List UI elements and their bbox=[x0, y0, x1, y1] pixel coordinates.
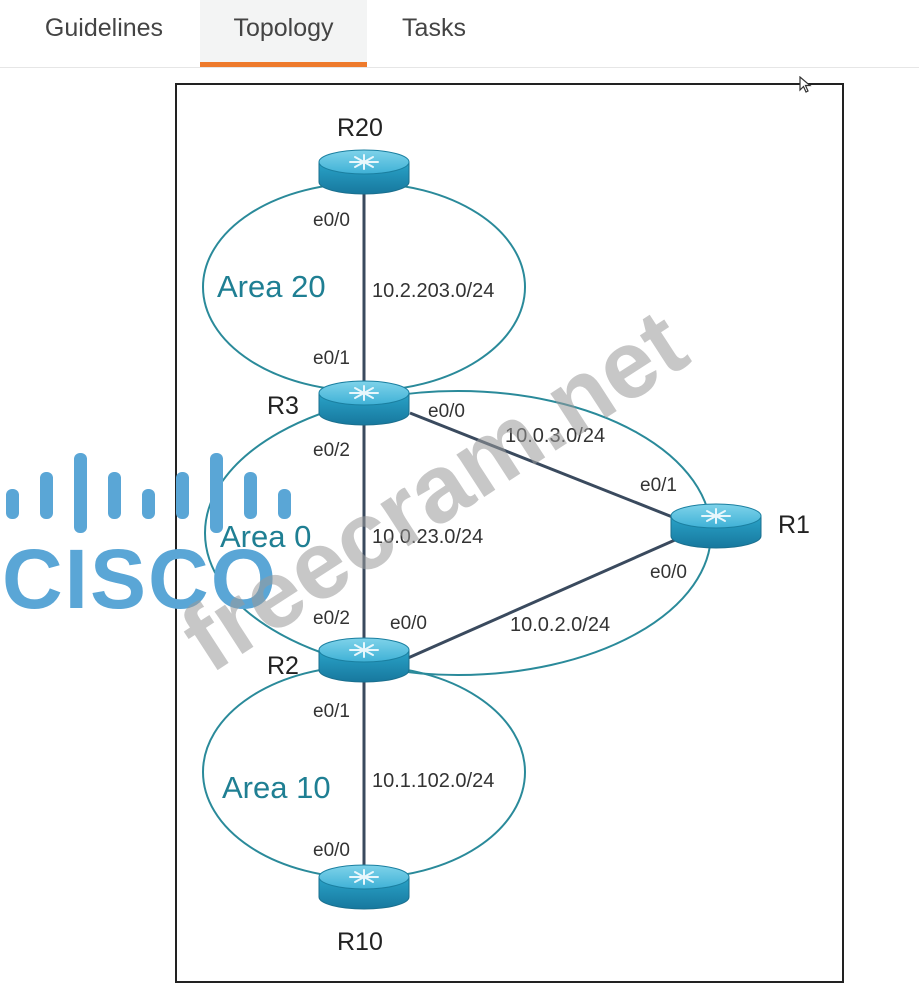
interface-r3-e01-label: e0/1 bbox=[313, 348, 350, 369]
interface-r2-e02-label: e0/2 bbox=[313, 608, 350, 629]
network-r3-r2-label: 10.0.23.0/24 bbox=[372, 526, 483, 548]
network-r2-r10-label: 10.1.102.0/24 bbox=[372, 770, 494, 792]
tab-bar: Guidelines Topology Tasks bbox=[0, 0, 919, 68]
area-20-label: Area 20 bbox=[217, 269, 326, 304]
network-r2-r1-label: 10.0.2.0/24 bbox=[510, 614, 610, 636]
router-r10-label: R10 bbox=[337, 928, 383, 956]
cisco-watermark-text: CISCO bbox=[2, 532, 278, 626]
router-r20-icon[interactable] bbox=[318, 149, 410, 195]
router-r2-label: R2 bbox=[267, 652, 299, 680]
network-r20-r3-label: 10.2.203.0/24 bbox=[372, 280, 494, 302]
router-r10-icon[interactable] bbox=[318, 864, 410, 910]
router-r3-label: R3 bbox=[267, 392, 299, 420]
interface-r3-e00-label: e0/0 bbox=[428, 401, 465, 422]
interface-r20-e00-label: e0/0 bbox=[313, 210, 350, 231]
interface-r2-e01-label: e0/1 bbox=[313, 701, 350, 722]
area-0-label: Area 0 bbox=[220, 519, 311, 554]
router-r3-icon[interactable] bbox=[318, 380, 410, 426]
cisco-logo-bars-icon bbox=[6, 453, 291, 533]
interface-r1-e01-label: e0/1 bbox=[640, 475, 677, 496]
interface-r2-e00-label: e0/0 bbox=[390, 613, 427, 634]
router-r1-label: R1 bbox=[778, 511, 810, 539]
interface-r3-e02-label: e0/2 bbox=[313, 440, 350, 461]
tab-topology[interactable]: Topology bbox=[200, 0, 367, 67]
tab-guidelines[interactable]: Guidelines bbox=[44, 14, 164, 42]
area-10-label: Area 10 bbox=[222, 770, 331, 805]
router-r2-icon[interactable] bbox=[318, 637, 410, 683]
mouse-cursor-icon bbox=[799, 76, 812, 93]
network-r3-r1-label: 10.0.3.0/24 bbox=[505, 425, 605, 447]
interface-r10-e00-label: e0/0 bbox=[313, 840, 350, 861]
interface-r1-e00-label: e0/0 bbox=[650, 562, 687, 583]
link-r3-r1 bbox=[409, 411, 681, 522]
link-r2-r1 bbox=[407, 534, 685, 660]
tab-tasks[interactable]: Tasks bbox=[402, 14, 466, 42]
router-r1-icon[interactable] bbox=[670, 503, 762, 549]
router-r20-label: R20 bbox=[337, 114, 383, 142]
